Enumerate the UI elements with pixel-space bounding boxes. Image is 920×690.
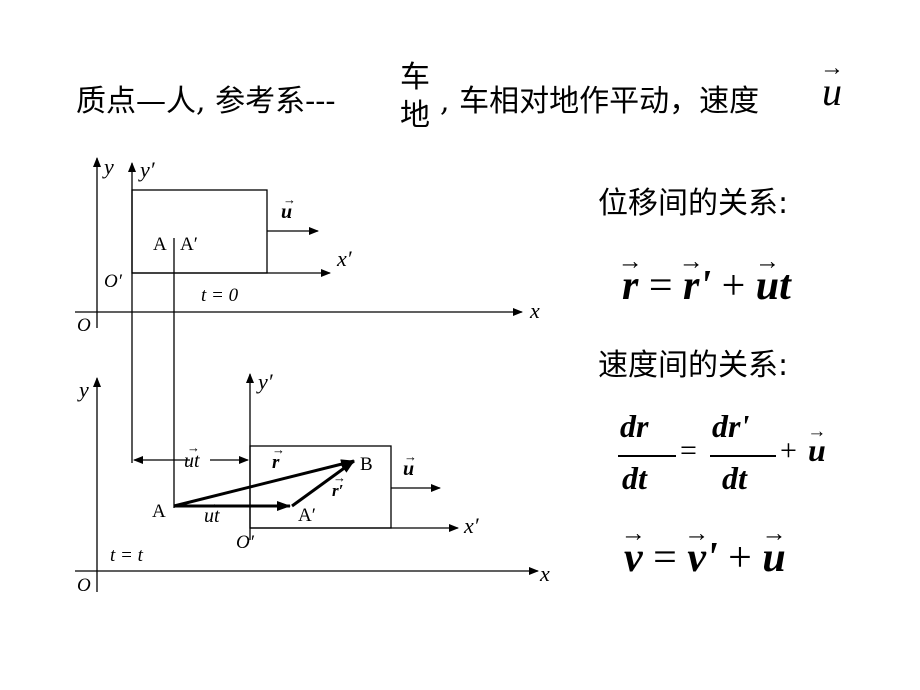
- title-part2: , 车相对地作平动，速度: [440, 84, 760, 119]
- arrow-over-rp: →: [333, 470, 346, 485]
- dr-numerator: dr: [620, 408, 649, 444]
- xp-label-bottom: x′: [463, 513, 480, 538]
- label-Ap-bottom: A′: [298, 505, 316, 526]
- ut-label-upper: ut: [184, 450, 200, 472]
- label-A-top: A: [153, 234, 167, 255]
- u-label-bottom: u: [403, 458, 414, 480]
- r-vector: [173, 459, 355, 508]
- yp-label-top: y′: [138, 157, 156, 182]
- eq-sign-2: =: [680, 434, 697, 467]
- dt-denominator-1: dt: [622, 460, 647, 496]
- label-B: B: [360, 454, 373, 475]
- velocity-equation: v = v' + u: [624, 534, 786, 582]
- displacement-equation: r = r' + ut: [622, 262, 791, 310]
- velocity-heading: 速度间的关系:: [598, 348, 789, 383]
- ut-label-lower: ut: [204, 505, 220, 527]
- arrow-over-r: →: [272, 442, 285, 457]
- y-label-top: y: [102, 154, 114, 179]
- r-label: r: [272, 452, 280, 473]
- x-label-top: x: [529, 298, 540, 323]
- yp-label-bottom: y′: [256, 369, 274, 394]
- rp-vector: [291, 459, 355, 508]
- u-term-2: u: [808, 432, 826, 469]
- plus-sign-2: +: [780, 434, 797, 467]
- arrow-over-u-top: →: [283, 192, 296, 207]
- arrow-over-u-bottom: →: [404, 449, 417, 464]
- drp-numerator: dr': [712, 408, 750, 444]
- origin-Op-top: O′: [104, 271, 123, 292]
- derivative-equation: dr dt = dr' dt + u: [612, 408, 842, 498]
- bottom-panel: [75, 373, 539, 592]
- t-zero-label: t = 0: [201, 285, 239, 306]
- origin-Op-bottom: O′: [236, 532, 255, 553]
- frac-bar-1: [618, 455, 676, 457]
- bottom-labels: y y′ → ut → r B → u → r′ A → ut A′ x′ O′…: [77, 369, 550, 596]
- title-stack-bottom: 地: [400, 98, 430, 133]
- u-label-top: u: [281, 201, 292, 223]
- origin-O-bottom: O: [77, 575, 91, 596]
- origin-O-top: O: [77, 315, 91, 336]
- car-rect-top: [131, 189, 268, 274]
- displacement-heading: 位移间的关系:: [598, 186, 789, 221]
- top-labels: y y′ u → A A′ x′ O′ t = 0 O x: [77, 154, 540, 336]
- x-label-bottom: x: [539, 561, 550, 586]
- dt-denominator-2: dt: [722, 460, 747, 496]
- y-label-bottom: y: [77, 377, 89, 402]
- xp-label-top: x′: [336, 246, 353, 271]
- frac-bar-2: [710, 455, 776, 457]
- label-Ap-top: A′: [180, 234, 198, 255]
- title-stack-top: 车: [400, 60, 430, 95]
- rp-label: r′: [332, 481, 343, 500]
- top-panel: [75, 157, 523, 508]
- arrow-over-ut-top: →: [187, 440, 200, 455]
- arrow-over-ut-lower: →: [206, 496, 219, 511]
- t-t-label: t = t: [110, 545, 144, 566]
- label-A-bottom: A: [152, 501, 166, 522]
- title-part1: 质点—人, 参考系---: [76, 84, 336, 119]
